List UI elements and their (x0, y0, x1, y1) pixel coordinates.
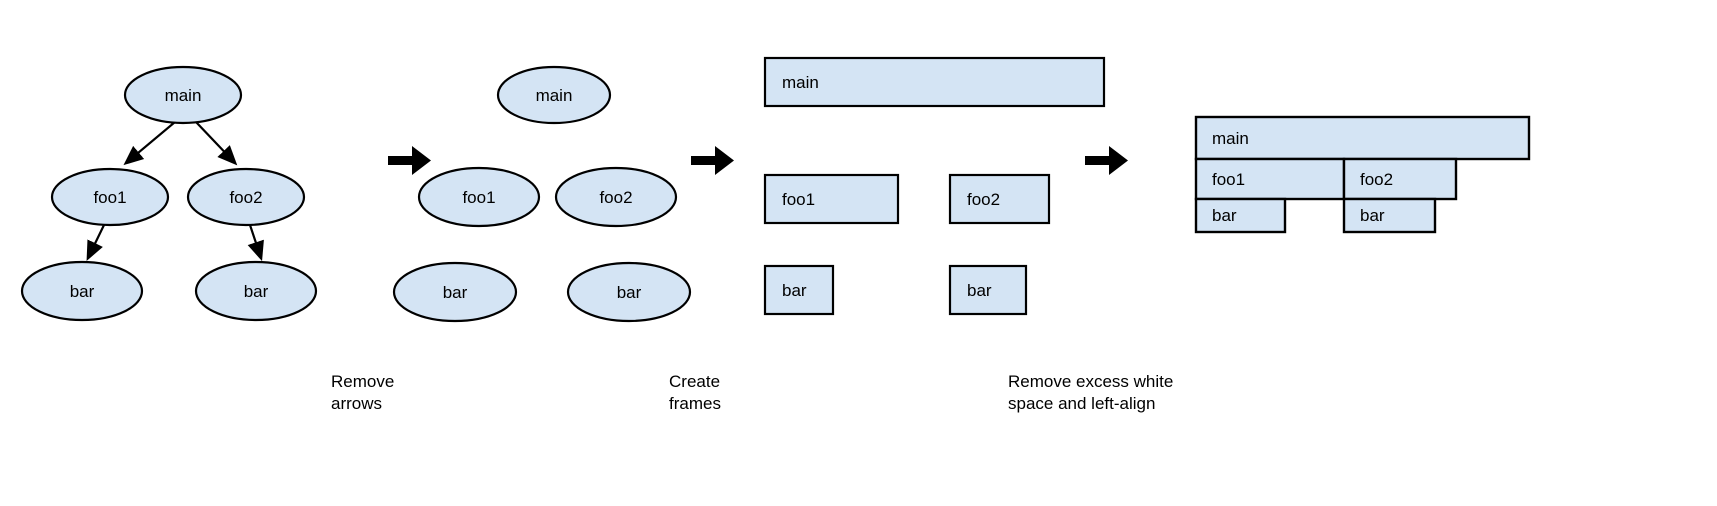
panel-call-tree: main foo1 foo2 bar bar (20, 65, 318, 322)
node-label: bar (443, 283, 468, 302)
frame-label: foo2 (967, 190, 1000, 209)
edge-foo1-bar (86, 224, 105, 261)
ellipse-shape (20, 260, 144, 322)
tree-edges (86, 121, 264, 262)
node-bar-right[interactable]: bar (194, 260, 318, 322)
edge-foo2-bar (247, 224, 264, 262)
node-main[interactable]: main (123, 65, 243, 125)
panel-frames: main foo1 foo2 bar bar (763, 56, 1106, 316)
flame-main[interactable]: main (1194, 115, 1531, 161)
flame-foo1[interactable]: foo1 (1194, 157, 1346, 201)
node-label: foo1 (462, 188, 495, 207)
rect-shape (1342, 157, 1458, 201)
flame-label: main (1212, 129, 1249, 148)
frame-label: bar (782, 281, 807, 300)
flame-label: foo1 (1212, 170, 1245, 189)
flame-row-1: foo1 foo2 (1194, 157, 1458, 201)
edge-main-foo2 (195, 121, 238, 166)
node-label: foo2 (599, 188, 632, 207)
ellipse-shape (392, 261, 518, 323)
arrow-right-icon (388, 146, 431, 175)
node-main[interactable]: main (496, 65, 612, 125)
flame-label: foo2 (1360, 170, 1393, 189)
caption-remove-whitespace: Remove excess white space and left-align (1008, 372, 1174, 413)
node-label: foo1 (93, 188, 126, 207)
node-label: bar (70, 282, 95, 301)
arrow-right-icon (1085, 146, 1128, 175)
frame-label: bar (967, 281, 992, 300)
ellipse-shape (554, 166, 678, 228)
arrow-right-icon (691, 146, 734, 175)
flame-label: bar (1212, 206, 1237, 225)
panel-no-arrows: main foo1 foo2 bar bar (392, 65, 692, 323)
node-foo2[interactable]: foo2 (186, 167, 306, 227)
step-arrow-1-icon (388, 146, 431, 175)
node-label: bar (244, 282, 269, 301)
flame-label: bar (1360, 206, 1385, 225)
node-label: main (165, 86, 202, 105)
frame-label: main (782, 73, 819, 92)
frame-bar-right[interactable]: bar (948, 264, 1028, 316)
ellipse-shape (186, 167, 306, 227)
flame-row-2: bar bar (1194, 197, 1437, 234)
rect-shape (948, 173, 1051, 225)
ellipse-shape (194, 260, 318, 322)
node-bar-left[interactable]: bar (20, 260, 144, 322)
node-foo1[interactable]: foo1 (417, 166, 541, 228)
rect-shape (763, 56, 1106, 108)
frame-foo2[interactable]: foo2 (948, 173, 1051, 225)
flame-row-0: main (1194, 115, 1531, 161)
ellipse-shape (50, 167, 170, 227)
rect-shape (763, 264, 835, 316)
panel-flame-graph: main foo1 foo2 bar bar (1194, 115, 1531, 234)
node-foo2[interactable]: foo2 (554, 166, 678, 228)
node-label: foo2 (229, 188, 262, 207)
frame-bar-left[interactable]: bar (763, 264, 835, 316)
caption-create-frames: Create frames (669, 372, 721, 413)
frame-main[interactable]: main (763, 56, 1106, 108)
ellipse-shape (417, 166, 541, 228)
frame-label: foo1 (782, 190, 815, 209)
rect-shape (1342, 197, 1437, 234)
flame-foo2[interactable]: foo2 (1342, 157, 1458, 201)
node-bar-right[interactable]: bar (566, 261, 692, 323)
rect-shape (763, 173, 900, 225)
step-arrow-3-icon (1085, 146, 1128, 175)
ellipse-shape (566, 261, 692, 323)
rect-shape (1194, 197, 1287, 234)
ellipse-shape (123, 65, 243, 125)
caption-remove-arrows: Remove arrows (331, 372, 395, 413)
ellipse-shape (496, 65, 612, 125)
node-foo1[interactable]: foo1 (50, 167, 170, 227)
node-bar-left[interactable]: bar (392, 261, 518, 323)
rect-shape (948, 264, 1028, 316)
flame-bar-left[interactable]: bar (1194, 197, 1287, 234)
flame-bar-right[interactable]: bar (1342, 197, 1437, 234)
node-label: main (536, 86, 573, 105)
step-arrow-2-icon (691, 146, 734, 175)
edge-main-foo1 (123, 121, 176, 166)
frame-foo1[interactable]: foo1 (763, 173, 900, 225)
node-label: bar (617, 283, 642, 302)
